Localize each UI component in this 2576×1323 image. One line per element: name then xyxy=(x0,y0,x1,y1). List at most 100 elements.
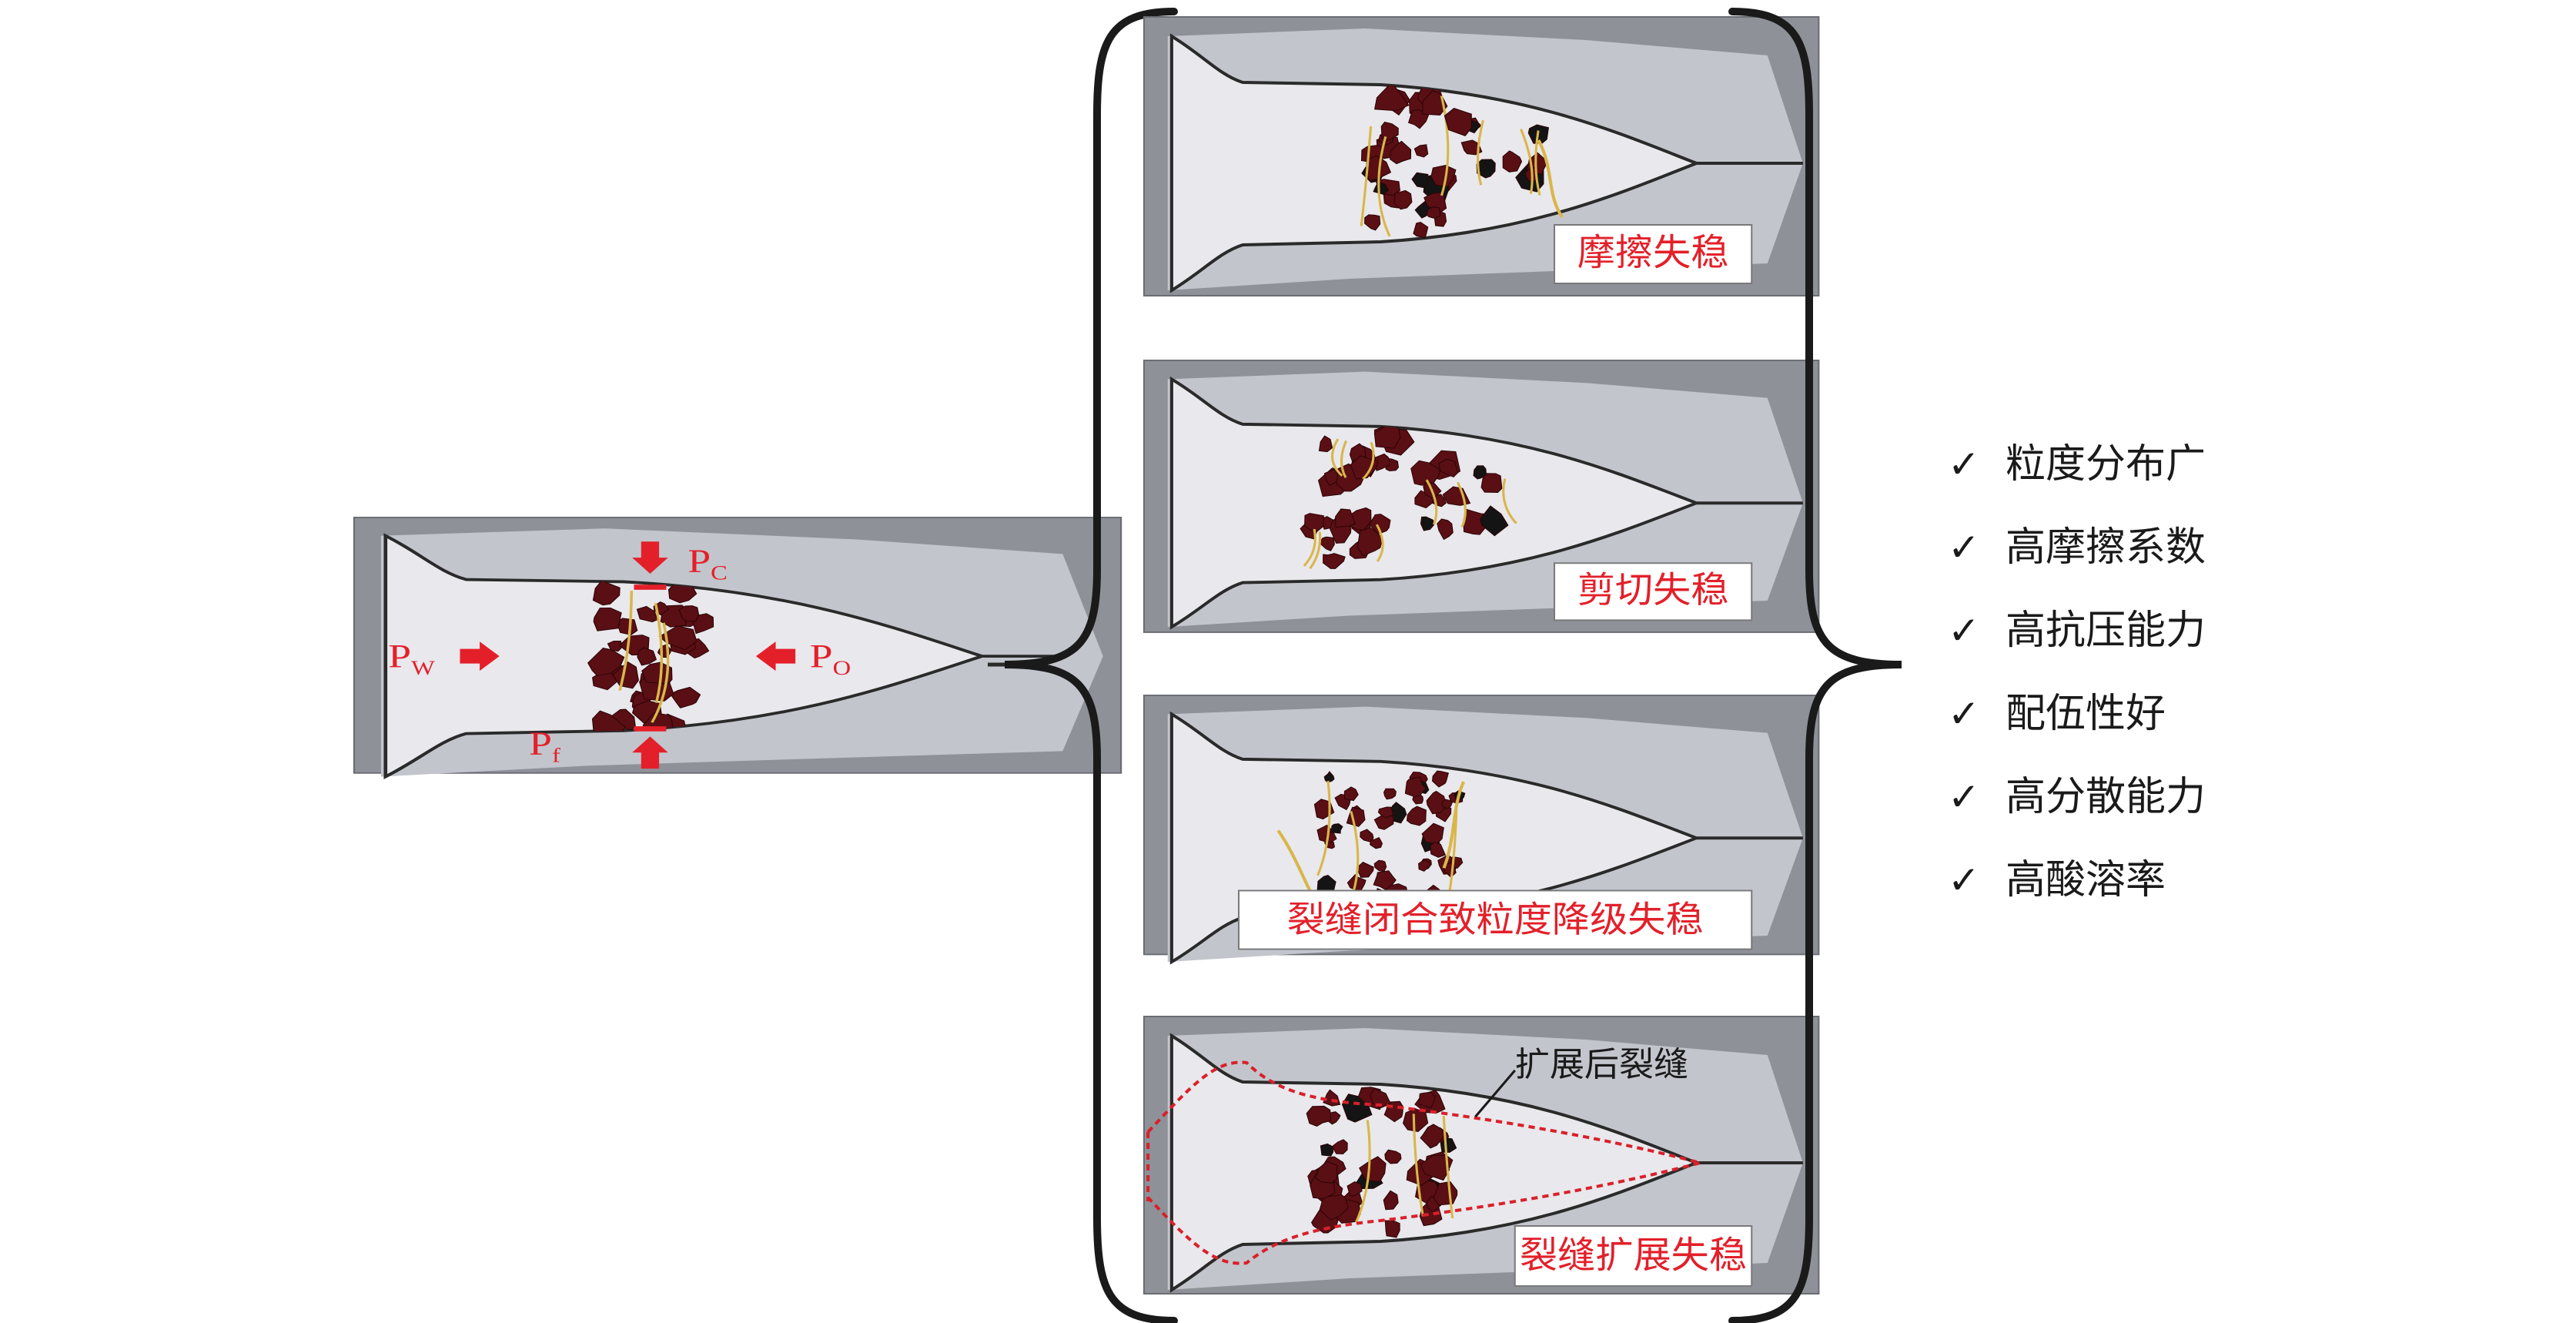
annotation-text: 扩展后裂缝 xyxy=(1515,1045,1688,1084)
proppant-pack xyxy=(1360,80,1457,239)
proppant-particle xyxy=(1426,206,1441,219)
proppant-particle xyxy=(1318,435,1333,453)
proppant-particle xyxy=(1383,788,1397,800)
requirement-item: ✓ 高分散能力 xyxy=(1948,774,2206,820)
requirement-text: 高摩擦系数 xyxy=(2006,524,2206,571)
proppant-particle xyxy=(1473,465,1487,480)
proppant-particle xyxy=(1369,1087,1391,1109)
proppant-particle xyxy=(1441,799,1454,809)
proppant-particle xyxy=(1359,1156,1387,1182)
proppant-particle xyxy=(592,579,621,606)
proppant-cluster-lower xyxy=(1300,507,1391,570)
proppant-cluster-upper xyxy=(1317,424,1415,497)
crack-line xyxy=(1309,531,1322,570)
proppant-particle xyxy=(1323,771,1335,783)
extended-fracture-outline xyxy=(1146,1060,1707,1265)
proppant-particle xyxy=(592,671,618,691)
crack-line xyxy=(654,603,664,703)
crack-line xyxy=(1355,1120,1371,1224)
proppant-particle xyxy=(1373,82,1410,112)
proppant-particle xyxy=(1430,165,1457,187)
check-icon: ✓ xyxy=(1948,442,1980,487)
proppant-particle xyxy=(1420,1124,1445,1149)
left-panel: PW PO PC Pf xyxy=(353,517,1122,777)
requirement-text: 配伍性好 xyxy=(2006,691,2166,737)
check-icon: ✓ xyxy=(1948,692,1980,736)
proppant-particle xyxy=(1438,458,1459,478)
proppant-particle xyxy=(1316,824,1337,843)
proppant-particle xyxy=(1432,770,1449,788)
panel-friction: 摩擦失稳 xyxy=(1142,16,1820,296)
proppant-particle xyxy=(636,605,658,623)
check-icon: ✓ xyxy=(1948,608,1980,653)
requirements-list: ✓ 粒度分布广 ✓ 高摩擦系数 ✓ 高抗压能力 ✓ 配伍性好 ✓ 高分散能力 ✓… xyxy=(1948,441,2206,903)
crack-line xyxy=(1442,781,1466,869)
requirement-text: 高分散能力 xyxy=(2006,774,2206,820)
requirement-item: ✓ 粒度分布广 xyxy=(1948,441,2206,487)
check-icon: ✓ xyxy=(1948,858,1980,903)
panel-shear: 剪切失稳 xyxy=(1142,360,1820,633)
crack-line xyxy=(1340,440,1347,478)
crack-line xyxy=(1534,130,1541,196)
proppant-particle xyxy=(1426,790,1447,815)
crack-line xyxy=(1425,479,1438,525)
crack-line xyxy=(1316,780,1331,876)
crack-line xyxy=(1456,481,1467,528)
requirement-item: ✓ 高酸溶率 xyxy=(1948,857,2166,903)
annotation-leader xyxy=(1474,1070,1516,1117)
panel-label: 裂缝闭合致粒度降级失稳 xyxy=(1287,899,1704,941)
proppant-particle xyxy=(1373,813,1394,830)
crack-line xyxy=(1362,441,1375,481)
label-pc: PC xyxy=(687,542,728,584)
label-pw: PW xyxy=(388,637,435,679)
crack-line xyxy=(1331,438,1343,477)
proppant-particle xyxy=(607,641,622,652)
requirement-text: 高酸溶率 xyxy=(2006,857,2166,903)
crack-line xyxy=(1477,119,1484,186)
label-box: 摩擦失稳 xyxy=(1553,224,1753,284)
requirement-item: ✓ 配伍性好 xyxy=(1948,691,2166,737)
crack-line xyxy=(1502,478,1517,524)
crack-line xyxy=(1537,139,1564,219)
proppant-particle xyxy=(1444,108,1472,136)
proppant-particle xyxy=(1418,1091,1436,1109)
proppant-particle xyxy=(1369,514,1391,535)
proppant-particle xyxy=(1323,468,1339,486)
proppant-particle xyxy=(1373,424,1401,449)
proppant-particle xyxy=(1420,516,1434,531)
proppant-particle xyxy=(1390,140,1412,165)
proppant-particle xyxy=(1343,786,1359,802)
proppant-particle xyxy=(1434,211,1447,227)
proppant-particle xyxy=(1413,144,1429,158)
proppant-particle xyxy=(1330,823,1343,834)
proppant-particle xyxy=(1373,181,1390,195)
proppant-particle xyxy=(1377,806,1394,819)
proppant-particle xyxy=(1430,841,1447,858)
proppant-particle xyxy=(1502,150,1523,172)
proppant-particle xyxy=(612,661,639,689)
panel-closure: 裂缝闭合致粒度降级失稳 xyxy=(1142,695,1820,962)
crack-line xyxy=(1412,1114,1424,1217)
proppant-particle xyxy=(1331,1139,1348,1155)
requirement-text: 高抗压能力 xyxy=(2006,608,2206,654)
left-brace xyxy=(1004,8,1178,1323)
proppant-particle xyxy=(1393,189,1413,210)
crack-line xyxy=(1442,1115,1454,1219)
label-po: PO xyxy=(810,637,851,679)
check-icon: ✓ xyxy=(1948,775,1980,819)
label-box: 裂缝扩展失稳 xyxy=(1514,1225,1753,1287)
proppant-particle xyxy=(1350,455,1379,480)
proppant-particle xyxy=(1480,473,1503,493)
crack-line xyxy=(1440,95,1450,196)
proppant-particle xyxy=(1437,518,1454,541)
requirement-item: ✓ 高摩擦系数 xyxy=(1948,524,2206,571)
proppant-particle xyxy=(1320,1143,1334,1157)
proppant-particle xyxy=(1404,776,1427,798)
crack-line xyxy=(1377,136,1391,237)
proppant-particle xyxy=(593,607,622,631)
panel-propagation: 扩展后裂缝 裂缝扩展失稳 xyxy=(1142,1016,1820,1295)
proppant-cluster-right xyxy=(1410,450,1517,541)
proppant-scatter xyxy=(1444,108,1549,196)
proppant-particle xyxy=(1384,1220,1400,1238)
